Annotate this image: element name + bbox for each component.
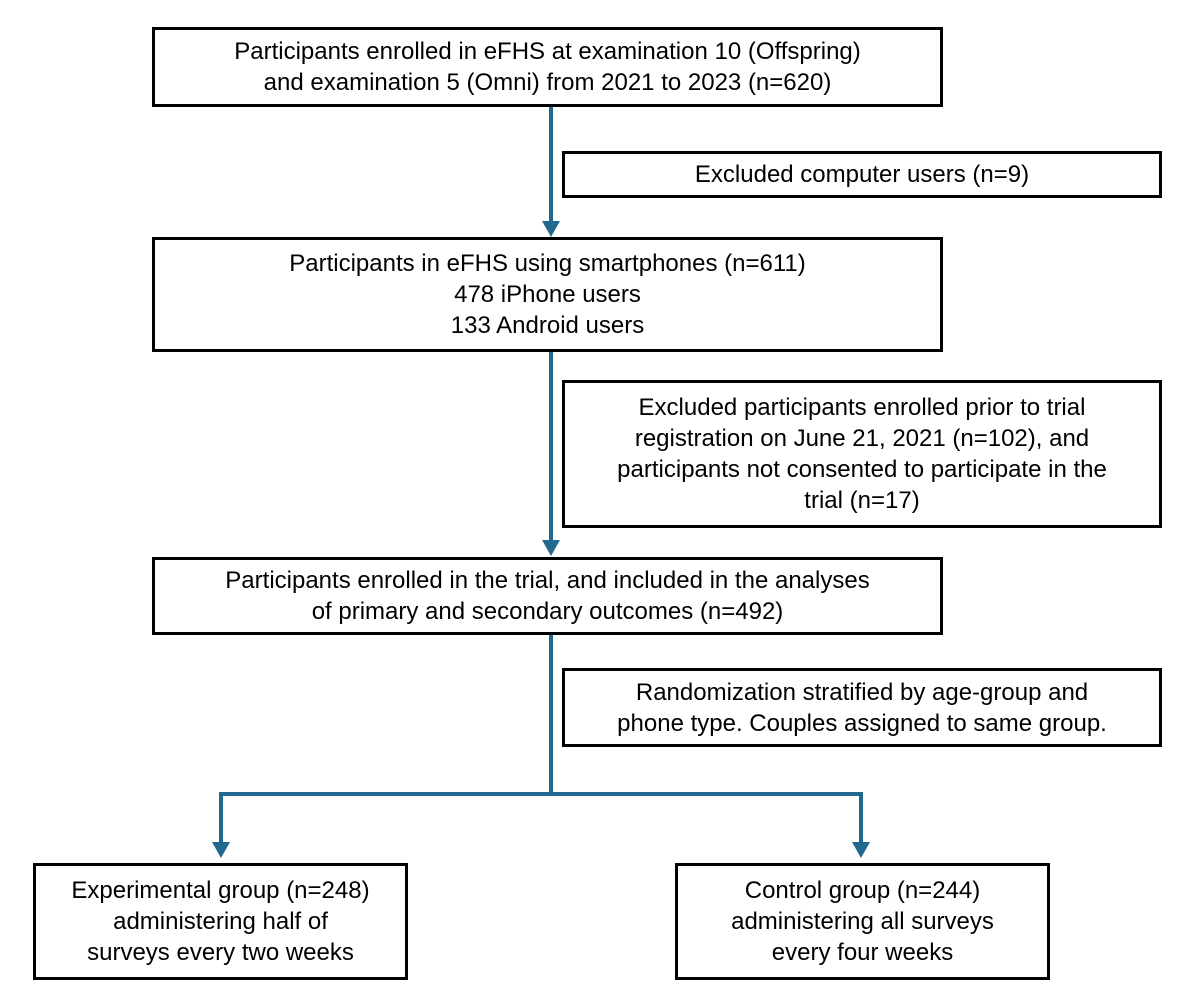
box-experimental-group-line-3: surveys every two weeks	[87, 939, 354, 966]
box-trial-line-1: Participants enrolled in the trial, and …	[225, 567, 870, 594]
box-control-group-line-3: every four weeks	[771, 939, 954, 966]
box-randomization-line-2: phone type. Couples assigned to same gro…	[617, 709, 1107, 737]
box-smartphones-line-2: 478 iPhone users	[454, 281, 641, 308]
box-enrolled-line-1: Participants enrolled in eFHS at examina…	[234, 38, 861, 65]
box-excluded-prior: Excluded participants enrolled prior to …	[562, 380, 1162, 528]
box-smartphones-line-3: 133 Android users	[450, 312, 645, 339]
box-excluded-prior-line-2: registration on June 21, 2021 (n=102), a…	[634, 425, 1090, 452]
box-excluded-computer: Excluded computer users (n=9)	[562, 151, 1162, 198]
box-experimental-group-line-2: administering half of	[113, 908, 328, 935]
box-excluded-prior-line-1: Excluded participants enrolled prior to …	[638, 394, 1086, 421]
box-excluded-prior-line-3: participants not consented to participat…	[617, 456, 1107, 483]
box-randomization: Randomization stratified by age-group an…	[562, 668, 1162, 747]
box-control-group-line-1: Control group (n=244)	[744, 877, 981, 904]
arrowhead-smartphones-to-trial	[542, 540, 560, 556]
box-trial-line-2: of primary and secondary outcomes (n=492…	[311, 598, 784, 625]
box-enrolled: Participants enrolled in eFHS at examina…	[152, 27, 943, 107]
box-smartphones: Participants in eFHS using smartphones (…	[152, 237, 943, 352]
box-randomization-line-1: Randomization stratified by age-group an…	[635, 678, 1089, 706]
box-control-group: Control group (n=244) administering all …	[675, 863, 1050, 980]
box-enrolled-line-2: and examination 5 (Omni) from 2021 to 20…	[263, 69, 832, 96]
arrowhead-enrolled-to-smartphones	[542, 221, 560, 237]
box-experimental-group-line-1: Experimental group (n=248)	[71, 877, 370, 904]
box-excluded-prior-line-4: trial (n=17)	[804, 487, 920, 514]
arrowhead-to-experimental	[212, 842, 230, 858]
box-experimental-group: Experimental group (n=248) administering…	[33, 863, 408, 980]
box-excluded-computer-line-1: Excluded computer users (n=9)	[694, 161, 1030, 188]
branch-line	[219, 792, 863, 845]
box-control-group-line-2: administering all surveys	[731, 908, 994, 935]
arrowhead-to-control	[852, 842, 870, 858]
box-smartphones-line-1: Participants in eFHS using smartphones (…	[289, 250, 806, 277]
box-trial: Participants enrolled in the trial, and …	[152, 557, 943, 635]
